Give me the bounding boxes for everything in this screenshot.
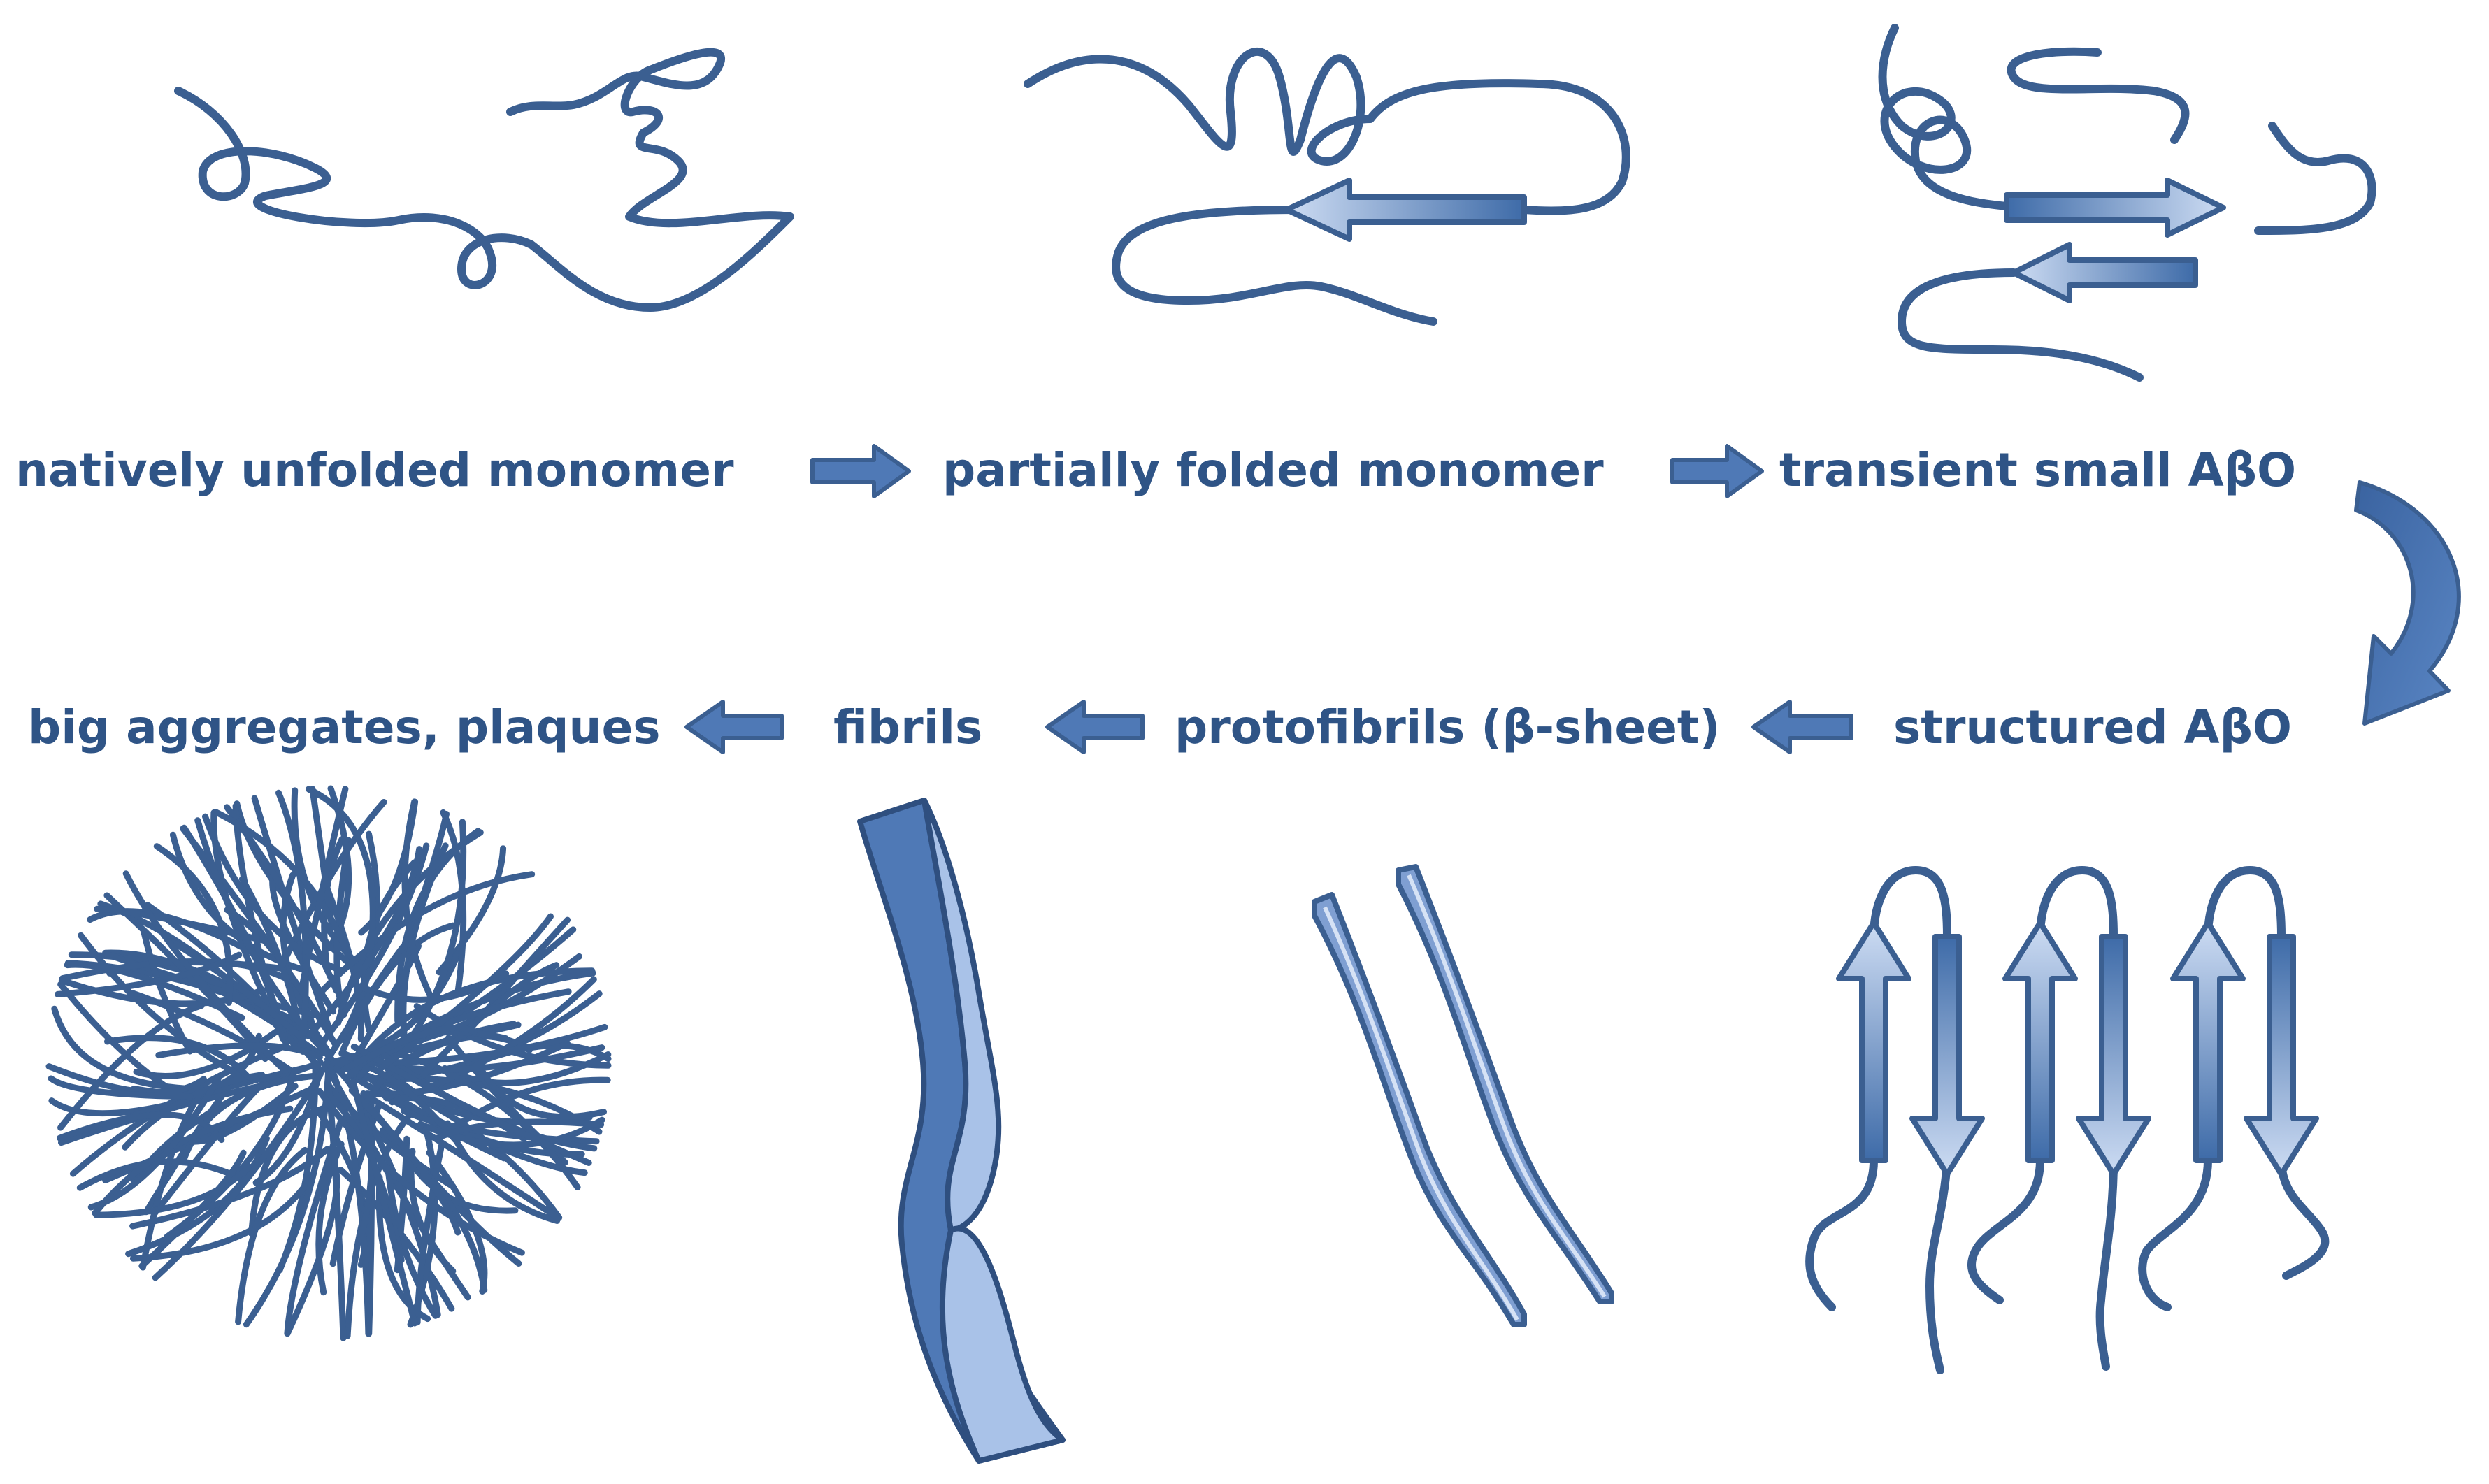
tangle-strand — [284, 1165, 340, 1337]
tangle-strand — [235, 1146, 308, 1325]
tangle-strand — [275, 789, 309, 1041]
label-structured-abo: structured AβO — [1893, 700, 2292, 754]
tangle-strand — [45, 1063, 207, 1096]
tangle-strand — [340, 1024, 478, 1074]
tangle-strand — [51, 1005, 189, 1092]
tangle-strand — [475, 1062, 607, 1121]
tangle-strand — [133, 1023, 287, 1079]
tangle-strand — [103, 892, 268, 1062]
partially-folded-coil-icon — [1024, 47, 1630, 326]
tangle-strand — [384, 1161, 439, 1319]
random-coil-icon — [174, 48, 794, 312]
tangle-strand — [436, 845, 507, 976]
tangle-strand — [138, 1149, 247, 1269]
tangle-strand — [87, 1075, 222, 1211]
label-fibrils: fibrils — [833, 700, 983, 754]
tangle-strand — [129, 1146, 331, 1230]
tangle-strand — [377, 913, 554, 1072]
tangle-strand — [396, 819, 467, 1058]
label-natively-unfolded-monomer: natively unfolded monomer — [15, 443, 734, 497]
tangle-strand — [92, 1105, 294, 1216]
tangle-strand — [76, 1158, 246, 1191]
tangle-strand — [168, 938, 304, 1040]
tangle-strand — [55, 951, 243, 997]
transient-oligomer-coil-icon — [1878, 24, 2376, 382]
tangle-strand — [348, 1087, 461, 1236]
tangle-strand — [122, 870, 288, 1074]
tangle-strand — [319, 871, 536, 995]
tangle-strand — [309, 786, 336, 931]
protofibril-ribbon-icon — [1312, 864, 1614, 1327]
aggregate-tangle-icon — [45, 785, 612, 1341]
tangle-strand — [212, 809, 350, 953]
label-protofibrils: protofibrils (β-sheet) — [1175, 700, 1721, 754]
tangle-strand — [93, 1163, 252, 1218]
tangle-strand — [369, 1045, 581, 1190]
label-big-aggregates-plaques: big aggregates, plaques — [28, 700, 661, 754]
tangle-strand — [252, 1068, 324, 1186]
tangle-strand — [141, 929, 194, 1055]
tangle-strand — [153, 843, 234, 1006]
tangle-strand — [414, 1139, 445, 1326]
tangle-strand — [78, 932, 255, 1085]
label-transient-small-abo: transient small AβO — [1779, 443, 2297, 497]
tangle-strand — [94, 905, 268, 944]
tangle-strand — [278, 799, 387, 970]
tangle-strand — [417, 962, 560, 1081]
tangle-strand — [317, 842, 430, 1048]
tangle-strand — [354, 1093, 441, 1318]
tangle-strand — [155, 1042, 323, 1060]
tangle-strand — [269, 870, 337, 1015]
tangle-strand — [232, 802, 286, 1042]
tangle-strand — [202, 813, 345, 974]
tangle-strand — [327, 1060, 372, 1337]
beta-strand-arrow-icon — [2004, 178, 2226, 303]
tangle-strand — [129, 1170, 317, 1262]
tangle-strand — [104, 1035, 251, 1080]
tangle-strand — [251, 795, 334, 1035]
tangle-strand — [305, 846, 423, 1039]
tangle-strand — [139, 1090, 203, 1271]
label-partially-folded-monomer: partially folded monomer — [942, 443, 1604, 497]
tangle-strand — [306, 786, 376, 961]
tangle-strand — [401, 798, 434, 1001]
tangle-strand — [48, 1075, 194, 1100]
beta-strand-arrow-icon — [1284, 178, 1527, 242]
tangle-strand — [327, 1023, 608, 1067]
tangle-strand — [375, 1174, 431, 1323]
fibril-icon — [857, 798, 1066, 1464]
tangle-strand — [284, 1115, 345, 1337]
tangle-strand — [64, 961, 245, 1021]
tangle-strand — [360, 1090, 562, 1222]
flow-arrow-icon — [810, 444, 1764, 498]
tangle-strand — [152, 1059, 331, 1281]
tangle-strand — [316, 1088, 525, 1256]
curved-flow-arrow-icon — [2354, 480, 2461, 726]
tangle-strand — [299, 786, 349, 988]
tangle-strand — [350, 1078, 418, 1327]
flow-arrow-icon — [684, 700, 1853, 754]
structured-oligomer-icon — [1805, 866, 2330, 1374]
tangle-strand — [352, 942, 422, 1062]
